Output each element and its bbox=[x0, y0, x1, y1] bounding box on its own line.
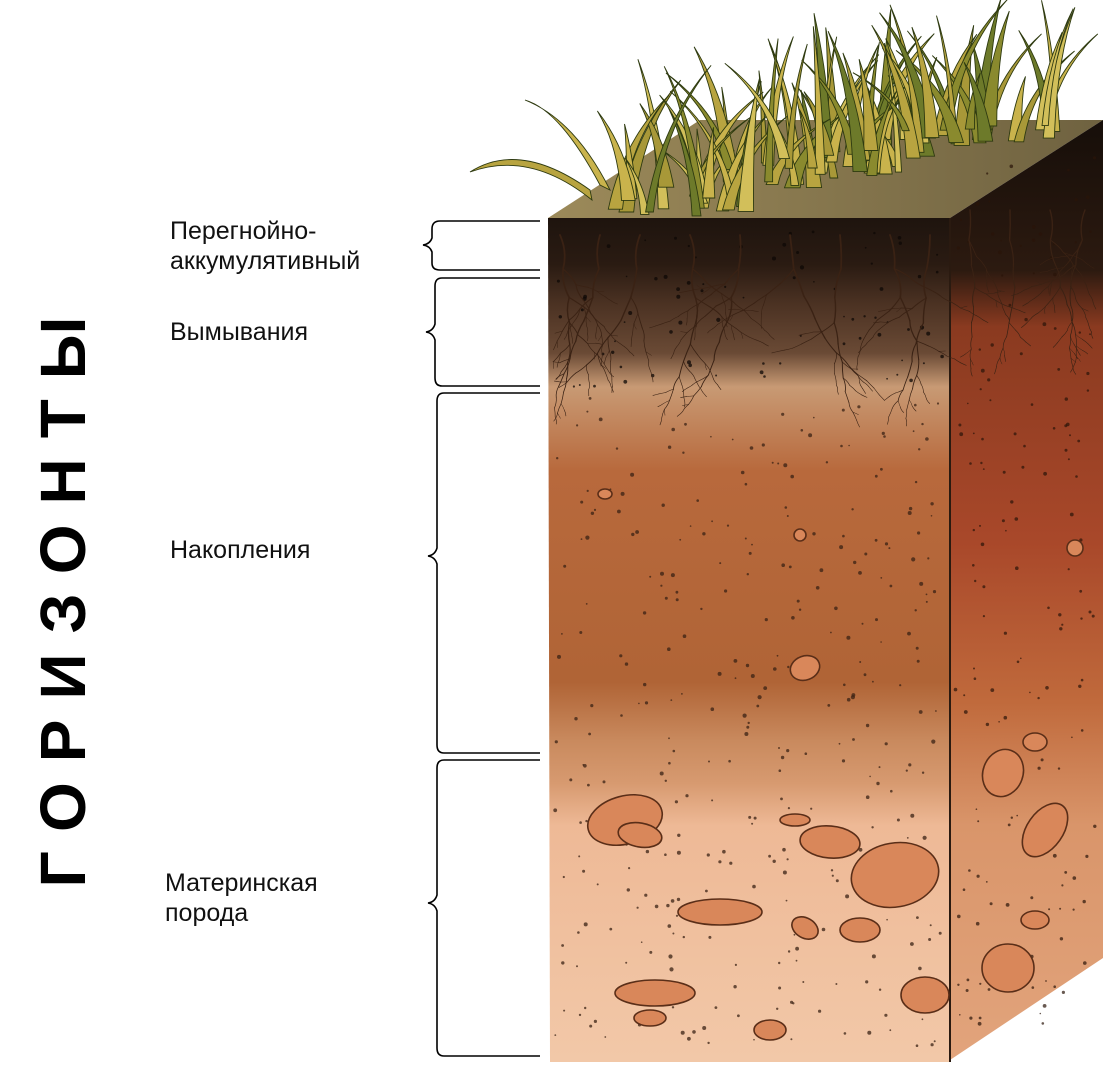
label-parent-line1: Материнская bbox=[165, 869, 318, 897]
pebble-icon bbox=[586, 488, 1084, 1041]
horizon-brackets bbox=[422, 220, 540, 1057]
bracket-parent bbox=[427, 759, 540, 1057]
label-illuvial: Накопления bbox=[170, 536, 311, 564]
soil-speckles bbox=[553, 156, 1097, 1047]
label-parent-line2: порода bbox=[165, 899, 249, 927]
label-humus-line2: аккумулятивный bbox=[170, 247, 361, 275]
label-humus-line1: Перегнойно- bbox=[170, 217, 317, 245]
root-icon bbox=[552, 209, 1097, 428]
label-parent: Материнская порода bbox=[165, 868, 318, 928]
bracket-humus bbox=[422, 220, 540, 271]
grass-icon bbox=[469, 0, 1099, 217]
bracket-illuvial bbox=[427, 392, 540, 754]
bracket-eluvial bbox=[425, 277, 540, 387]
label-humus: Перегнойно- аккумулятивный bbox=[170, 216, 360, 276]
label-eluvial: Вымывания bbox=[170, 318, 309, 346]
horizons-title: ГОРИЗОНТЫ bbox=[27, 296, 99, 888]
